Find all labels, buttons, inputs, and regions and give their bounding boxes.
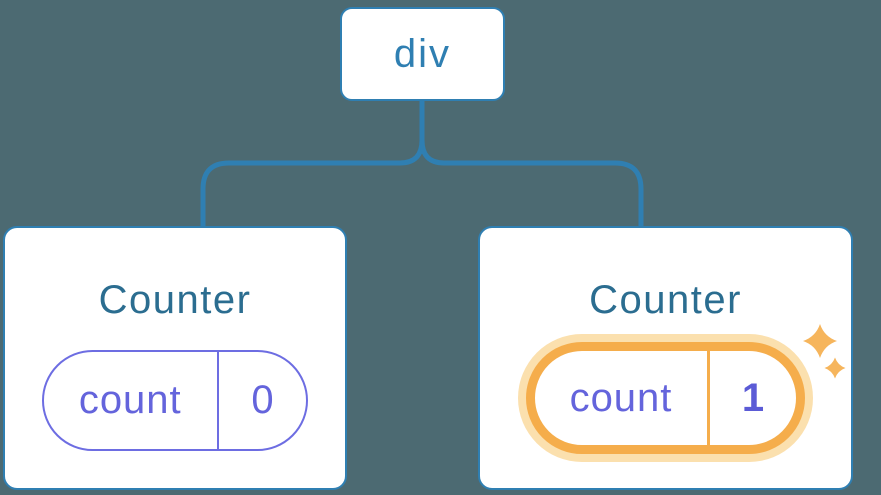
state-key-label: count (569, 375, 673, 420)
state-value: 1 (741, 375, 765, 420)
component-card-counter-right: Counter count 1 (478, 226, 853, 490)
state-pill: count 0 (42, 350, 308, 451)
sparkle-large (803, 324, 837, 358)
component-title: Counter (589, 278, 742, 322)
connector-left-branch (200, 101, 425, 228)
sparkle-small (824, 357, 846, 379)
state-pill-divider (707, 351, 710, 445)
connector-right-branch (419, 101, 644, 228)
state-pill-divider (216, 352, 219, 449)
state-pill-highlighted: count 1 (526, 342, 805, 454)
root-node-label: div (393, 32, 452, 76)
root-node: div (340, 7, 505, 101)
component-title: Counter (98, 278, 252, 322)
state-key-label: count (78, 378, 182, 422)
state-value: 0 (251, 378, 274, 422)
component-card-counter-left: Counter count 0 (3, 226, 347, 490)
